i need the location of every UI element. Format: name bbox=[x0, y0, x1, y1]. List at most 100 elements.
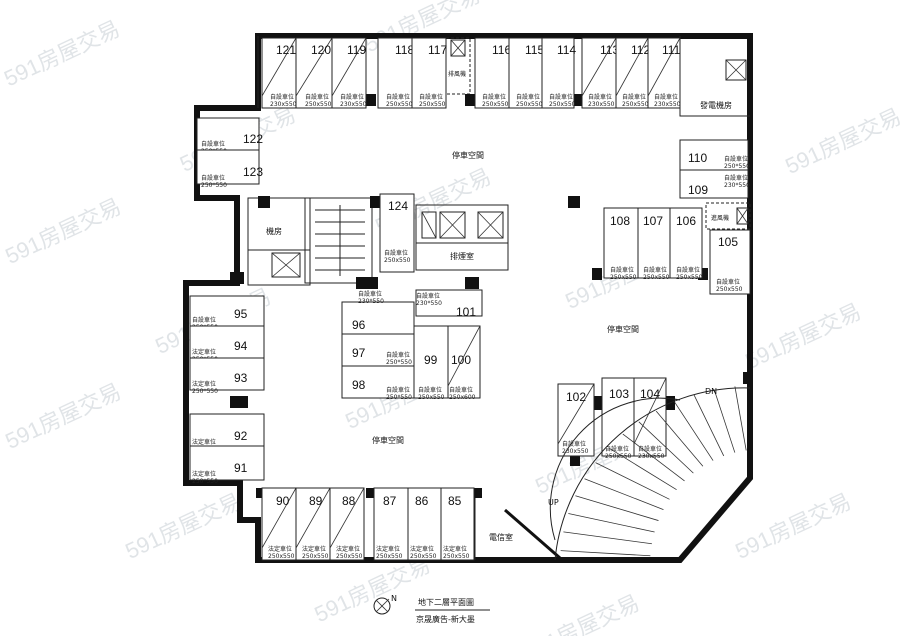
parking-space-type: 自設車位 bbox=[724, 174, 748, 182]
parking-space-type: 自設車位 bbox=[676, 266, 700, 274]
parking-space-type: 自設車位 bbox=[588, 93, 612, 101]
parking-space-outline bbox=[295, 37, 333, 109]
parking-space-diagonal bbox=[557, 383, 595, 445]
parking-space-size: 230x550 bbox=[654, 101, 681, 108]
parking-space-size: 250x550 bbox=[610, 274, 637, 281]
parking-space-diagonal bbox=[615, 37, 649, 97]
parking-space-number: 109 bbox=[688, 183, 708, 197]
parking-space-size: 230x550 bbox=[588, 101, 615, 108]
parking-space-size: 250x550 bbox=[443, 553, 470, 560]
ramp-step bbox=[568, 513, 655, 533]
parking-space-outline bbox=[341, 333, 415, 367]
parking-space-outline bbox=[474, 37, 510, 109]
parking-space-size: 250*550 bbox=[386, 359, 412, 366]
parking-space-type: 自設車位 bbox=[716, 278, 740, 286]
parking-space-type: 自設車位 bbox=[562, 440, 586, 448]
parking-space-outline bbox=[331, 37, 367, 109]
parking-area-label: 停車空間 bbox=[452, 150, 484, 160]
parking-space-size: 230*550 bbox=[724, 182, 750, 189]
parking-space-outline bbox=[679, 169, 749, 199]
parking-space-size: 250x550 bbox=[516, 101, 543, 108]
parking-space-outline bbox=[189, 325, 265, 359]
parking-space-size: 250*550 bbox=[192, 388, 218, 395]
parking-space-size: 250x550 bbox=[336, 553, 363, 560]
parking-space-type: 法定車位 bbox=[192, 470, 216, 478]
ramp-step bbox=[638, 421, 694, 474]
parking-space-outline bbox=[379, 193, 415, 273]
parking-space-outline bbox=[447, 325, 481, 399]
stair bbox=[315, 205, 365, 276]
ramp-up-label: UP bbox=[548, 498, 559, 507]
parking-space-size: 250x550 bbox=[302, 553, 329, 560]
parking-space-size: 250x550 bbox=[384, 257, 411, 264]
watermark: 591房屋交易 bbox=[741, 299, 865, 374]
parking-space-type: 自設車位 bbox=[638, 445, 662, 453]
column bbox=[743, 372, 751, 384]
parking-space-number: 114 bbox=[557, 43, 576, 57]
parking-space-outline bbox=[196, 149, 260, 185]
parking-space-size: 250x550 bbox=[482, 101, 509, 108]
parking-space-type: 自設車位 bbox=[724, 155, 748, 163]
parking-space-diagonal bbox=[581, 37, 617, 97]
ramp-step bbox=[595, 462, 670, 500]
parking-space-number: 96 bbox=[352, 318, 366, 332]
parking-space-type: 法定車位 bbox=[192, 348, 216, 356]
parking-space-type: 自設車位 bbox=[418, 386, 442, 394]
parking-space-number: 107 bbox=[643, 214, 663, 228]
parking-space-size: 230x550 bbox=[562, 448, 589, 455]
parking-space-outline bbox=[615, 37, 649, 109]
ramp-step bbox=[560, 550, 651, 557]
drawing-subtitle: 京晟廣告-新大墨 bbox=[416, 614, 475, 624]
parking-space-type: 自設車位 bbox=[270, 93, 294, 101]
parking-space-size: 250x600 bbox=[449, 394, 476, 401]
parking-space-size: 250x550 bbox=[622, 101, 649, 108]
parking-space-number: 87 bbox=[383, 494, 397, 508]
parking-space-type: 自設車位 bbox=[549, 93, 573, 101]
parking-space-size: 230x550 bbox=[638, 453, 665, 460]
smoke-room-label: 排煙室 bbox=[450, 251, 474, 261]
parking-area-label: 停車空間 bbox=[372, 435, 404, 445]
parking-space: 94法定車位250*550 bbox=[189, 325, 265, 363]
parking-space-type: 自設車位 bbox=[449, 386, 473, 394]
parking-space-number: 101 bbox=[456, 305, 476, 319]
watermark: 591房屋交易 bbox=[121, 489, 245, 564]
parking-space-outline bbox=[377, 37, 413, 109]
parking-space-size: 250x550 bbox=[268, 553, 295, 560]
parking-space-number: 121 bbox=[276, 43, 296, 57]
parking-stalls: 121自設車位230x550120自設車位250x550119自設車位230x5… bbox=[189, 37, 751, 561]
north-arrow bbox=[373, 597, 391, 615]
parking-space-diagonal bbox=[261, 37, 297, 97]
parking-space-size: 250x550 bbox=[643, 274, 670, 281]
column bbox=[572, 94, 582, 106]
parking-space-outline bbox=[541, 37, 575, 109]
parking-space-number: 117 bbox=[428, 43, 447, 57]
parking-space-diagonal bbox=[261, 487, 297, 549]
parking-space-size: 230*550 bbox=[358, 298, 384, 305]
parking-space-size: 250*550 bbox=[201, 182, 227, 189]
parking-space-number: 112 bbox=[631, 43, 650, 57]
parking-space-outline bbox=[261, 37, 297, 109]
parking-space-number: 95 bbox=[234, 307, 248, 321]
parking-space-diagonal bbox=[295, 487, 331, 549]
parking-space-type: 自設車位 bbox=[305, 93, 329, 101]
parking-space-type: 自設車位 bbox=[516, 93, 540, 101]
parking-space-number: 88 bbox=[342, 494, 356, 508]
parking-space-number: 93 bbox=[234, 371, 248, 385]
parking-space-number: 119 bbox=[347, 43, 366, 57]
parking-space-type: 法定車位 bbox=[302, 545, 326, 553]
